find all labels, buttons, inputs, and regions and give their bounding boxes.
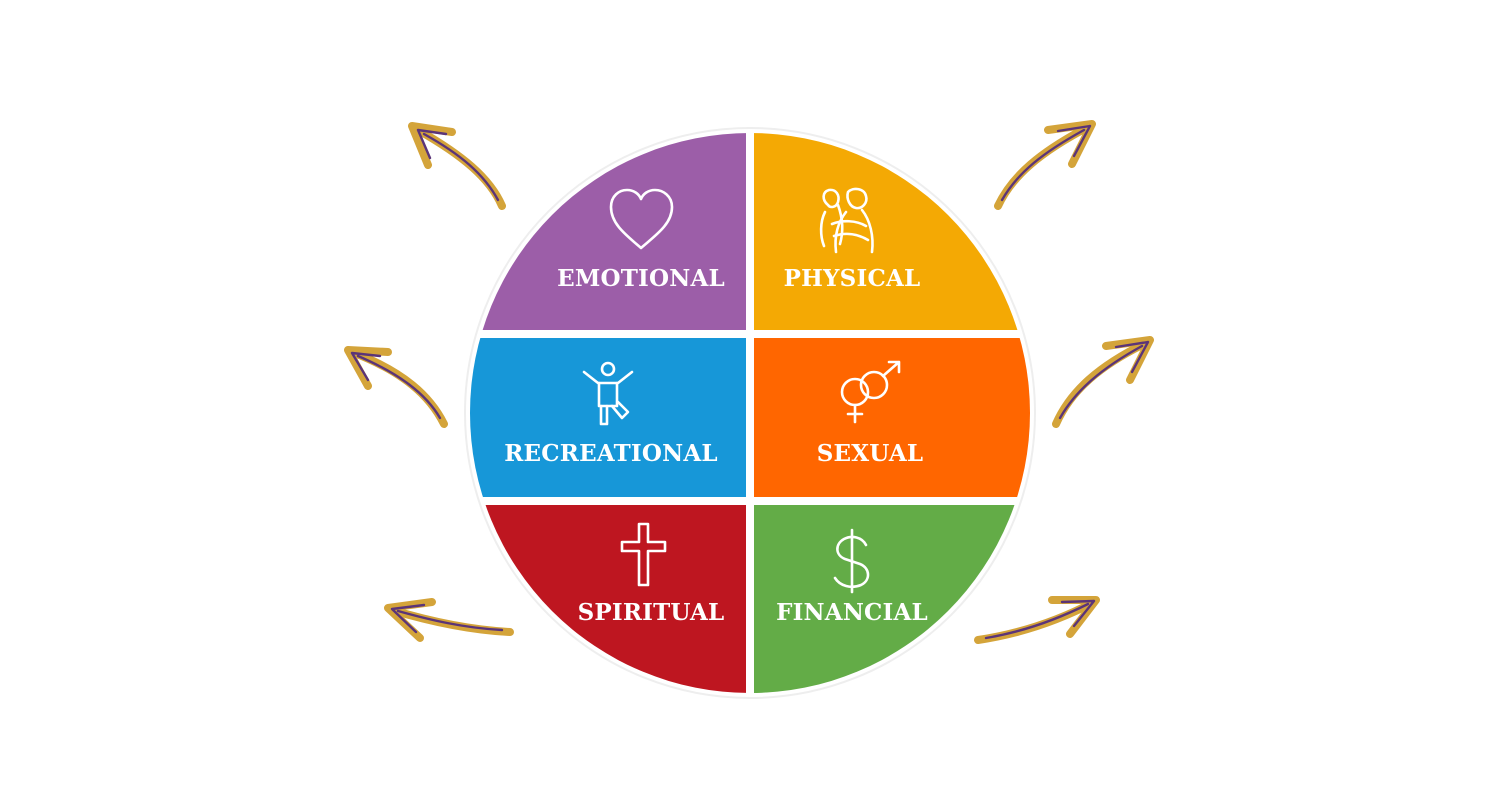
arrow-middle-left <box>344 346 448 428</box>
segment-label-recreational: RECREATIONAL <box>504 440 718 467</box>
segment-sexual <box>754 338 1030 497</box>
arrow-top-right <box>994 120 1096 210</box>
segment-recreational <box>470 338 746 497</box>
dollar-sign-icon <box>833 528 870 594</box>
wheel <box>470 133 1030 693</box>
segment-physical <box>754 133 1030 330</box>
arrow-top-left <box>408 122 506 210</box>
segment-label-physical: PHYSICAL <box>784 265 921 292</box>
segment-label-financial: FINANCIAL <box>776 599 928 626</box>
arrow-bottom-right <box>974 596 1100 644</box>
gender-symbols-icon <box>840 360 901 424</box>
arrow-bottom-left <box>384 598 514 642</box>
segment-emotional <box>470 133 746 330</box>
segment-label-sexual: SEXUAL <box>817 440 924 467</box>
person-jumping-icon <box>582 361 634 426</box>
heart-icon <box>609 188 674 250</box>
segment-label-spiritual: SPIRITUAL <box>578 599 725 626</box>
cross-icon <box>620 522 667 587</box>
segment-label-emotional: EMOTIONAL <box>557 265 725 292</box>
arrow-middle-right <box>1052 336 1154 428</box>
embracing-couple-icon <box>819 187 874 254</box>
